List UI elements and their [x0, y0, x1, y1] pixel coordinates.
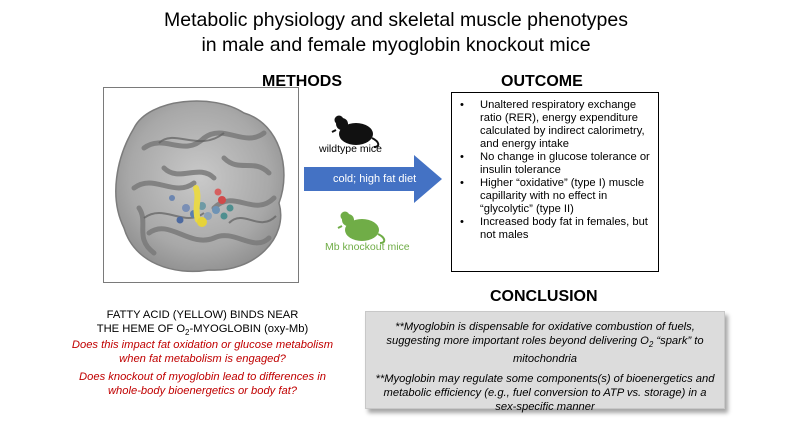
outcome-item: No change in glucose tolerance or insuli…: [458, 151, 652, 177]
caption-line-2: THE HEME OF O2-MYOGLOBIN (oxy-Mb): [96, 323, 309, 338]
outcome-item: Higher “oxidative” (type I) muscle capil…: [458, 177, 652, 216]
wildtype-label: wildtype mice: [319, 143, 383, 155]
knockout-mouse-icon: [337, 211, 386, 244]
knockout-label: Mb knockout mice: [325, 241, 410, 253]
structure-caption: FATTY ACID (YELLOW) BINDS NEAR THE HEME …: [70, 308, 335, 340]
outcome-heading: OUTCOME: [501, 73, 583, 90]
title-line-1: Metabolic physiology and skeletal muscle…: [164, 9, 628, 31]
conclusion-point-1: **Myoglobin is dispensable for oxidative…: [386, 321, 704, 366]
protein-illustration: [115, 100, 285, 273]
intervention-arrow: [304, 155, 442, 203]
myoglobin-structure-image: [103, 87, 299, 283]
research-question-2: Does knockout of myoglobin lead to diffe…: [79, 371, 326, 397]
figure-title: Metabolic physiology and skeletal muscle…: [0, 8, 792, 58]
outcome-box: Unaltered respiratory exchange ratio (RE…: [451, 92, 659, 272]
wildtype-mouse-icon: [331, 115, 380, 148]
outcome-item: Unaltered respiratory exchange ratio (RE…: [458, 99, 652, 151]
outcome-list: Unaltered respiratory exchange ratio (RE…: [452, 93, 658, 242]
conclusion-box: **Myoglobin is dispensable for oxidative…: [365, 311, 725, 413]
conclusion-heading: CONCLUSION: [490, 288, 598, 305]
outcome-item: Increased body fat in females, but not m…: [458, 216, 652, 242]
research-question-1: Does this impact fat oxidation or glucos…: [71, 339, 334, 365]
caption-line-1: FATTY ACID (YELLOW) BINDS NEAR: [106, 309, 299, 321]
arrow-label: cold; high fat diet: [333, 173, 417, 185]
methods-heading: METHODS: [262, 73, 342, 90]
title-line-2: in male and female myoglobin knockout mi…: [201, 34, 591, 56]
conclusion-point-2: **Myoglobin may regulate some components…: [375, 373, 715, 414]
